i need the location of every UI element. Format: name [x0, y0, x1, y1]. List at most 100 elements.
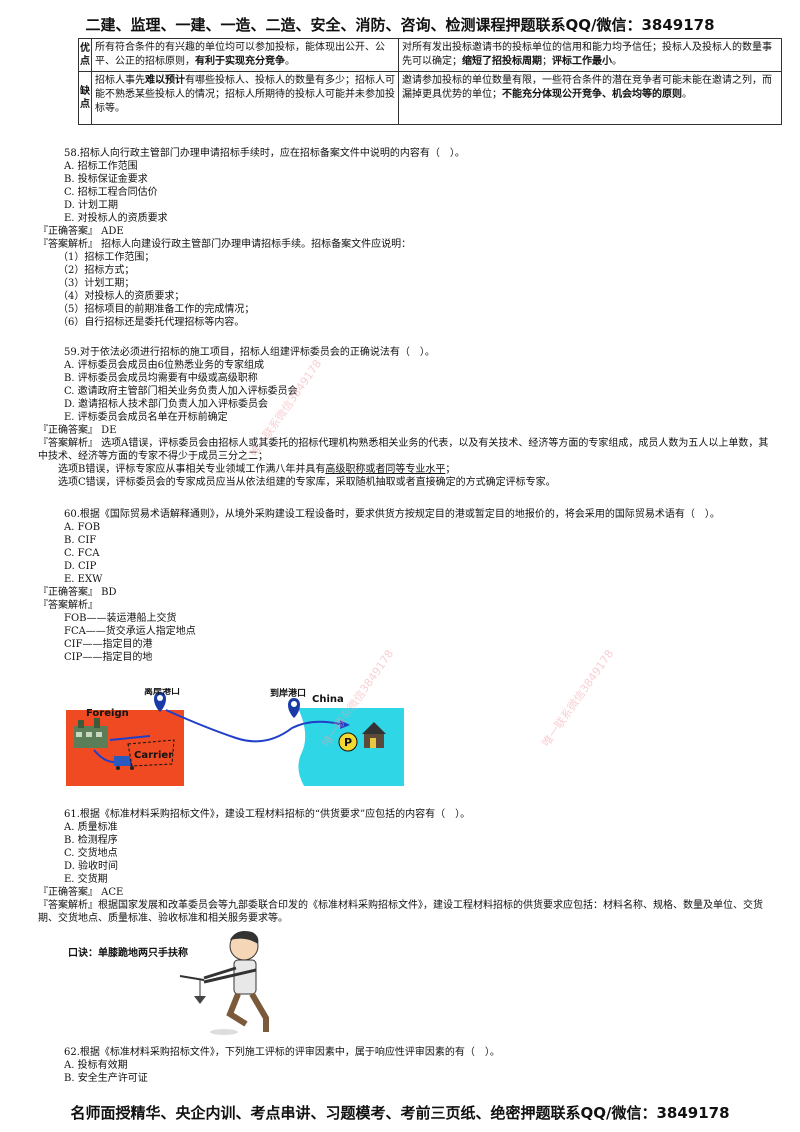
cell-text: 邀请参加投标的单位数量有限，一些符合条件的潜在竞争者可能未能在邀请之列，而漏掉更… [402, 75, 772, 100]
page-footer: 名师面授精华、央企内训、考点串讲、习题模考、考前三页纸、绝密押题联系QQ/微信：… [70, 1104, 730, 1122]
table-cell: 所有符合条件的有兴趣的单位均可以参加投标，能体现出公开、公平、公正的招标原则，有… [91, 38, 399, 72]
row-head-text: 优点 [80, 43, 90, 67]
correct-answer: 『正确答案』 BD [38, 587, 117, 598]
cell-text-run: ； [542, 56, 552, 67]
cell-text: 招标人事先难以预计有哪些投标人、投标人的数量有多少；招标人可能不熟悉某些投标人的… [95, 75, 395, 114]
table-row: 优点 所有符合条件的有兴趣的单位均可以参加投标，能体现出公开、公平、公正的招标原… [78, 38, 782, 72]
option-b: B. 安全生产许可证 [64, 1073, 148, 1084]
option-a: A. 投标有效期 [64, 1060, 128, 1071]
parking-letter: P [344, 736, 352, 749]
question-stem: 62.根据《标准材料采购招标文件》，下列施工评标的评审因素中，属于响应性评审因素… [64, 1047, 500, 1058]
house-icon [362, 722, 386, 748]
question-59: 59.对于依法必须进行招标的施工项目，招标人组建评标委员会的正确说法有（ ）。 … [38, 346, 778, 489]
cell-text-run: 对所有发出投标邀请书的投标单位的信用和能力均予信任；投标人及投标人的数量事先可以… [402, 42, 772, 67]
underlined-text: 高级职称或者同等专业水平 [325, 464, 446, 475]
correct-answer: 『正确答案』 ACE [38, 887, 124, 898]
question-60: 60.根据《国际贸易术语解释通则》，从境外采购建设工程设备时，要求供货方按规定目… [38, 508, 778, 664]
bold-text: 不能充分体现公开竞争、机会均等的原则 [502, 89, 682, 100]
answer-analysis: 『答案解析』 选项A错误，评标委员会由招标人或其委托的招标代理机构熟悉相关业务的… [38, 438, 769, 462]
analysis-option-b: 选项B错误，评标专家应从事相关专业领域工作满八年并具有高级职称或者同等专业水平； [38, 463, 778, 476]
cell-text-run: 有哪些投标人、投标人的数量有多少；招标人可能不熟悉某些投标人的情况；招标人所期待… [95, 75, 395, 114]
option-b: B. CIF [64, 535, 97, 546]
map-pin-icon [154, 692, 166, 712]
row-head-text: 缺点 [80, 86, 90, 110]
option-d: D. CIP [64, 561, 97, 572]
option-b: B. 投标保证金要求 [64, 174, 148, 185]
option-d: D. 验收时间 [64, 861, 119, 872]
parking-icon: P [338, 732, 358, 752]
china-label: China [312, 694, 344, 705]
option-c: C. FCA [64, 548, 100, 559]
bold-text: 有利于实现充分竞争 [195, 56, 285, 67]
option-d: D. 计划工期 [64, 200, 119, 211]
cell-text-run: 。 [285, 56, 295, 67]
analysis-point: （5）招标项目的前期准备工作的完成情况； [58, 304, 255, 315]
carrier-badge: Carrier [127, 739, 175, 767]
analysis-point: （2）招标方式； [58, 265, 135, 276]
correct-answer: 『正确答案』 DE [38, 425, 117, 436]
analysis-option-c: 选项C错误，评标委员会的专家成员应当从依法组建的专家库，采取随机抽取或者直接确定… [58, 477, 556, 488]
kneeling-man-icon [179, 931, 269, 1035]
question-stem: 60.根据《国际贸易术语解释通则》，从境外采购建设工程设备时，要求供货方按规定目… [64, 509, 720, 520]
row-head: 缺点 [78, 71, 92, 125]
factory-icon [74, 718, 108, 748]
table-cell: 招标人事先难以预计有哪些投标人、投标人的数量有多少；招标人可能不熟悉某些投标人的… [91, 71, 399, 125]
option-c: C. 招标工程合同估价 [64, 187, 158, 198]
question-stem: 61.根据《标准材料采购招标文件》，建设工程材料招标的“供货要求”应包括的内容有… [64, 809, 471, 820]
arrow-head-icon [340, 720, 350, 729]
analysis-text: 选项B错误，评标专家应从事相关专业领域工作满八年并具有 [58, 464, 326, 475]
table-row: 缺点 招标人事先难以预计有哪些投标人、投标人的数量有多少；招标人可能不熟悉某些投… [78, 71, 782, 125]
analysis-text: ； [445, 464, 456, 475]
analysis-point: （4）对投标人的资质要求； [58, 291, 185, 302]
correct-answer: 『正确答案』 ADE [38, 226, 124, 237]
map-pin-icon [288, 698, 300, 718]
option-a: A. 评标委员会成员由6位熟悉业务的专家组成 [64, 360, 264, 371]
option-e: E. 交货期 [64, 874, 108, 885]
cell-text: 对所有发出投标邀请书的投标单位的信用和能力均予信任；投标人及投标人的数量事先可以… [402, 42, 772, 67]
route-arrow [93, 749, 115, 763]
cell-text-run: 所有符合条件的有兴趣的单位均可以参加投标，能体现出公开、公平、公正的招标原则， [95, 42, 385, 67]
option-b: B. 检测程序 [64, 835, 118, 846]
question-stem: 59.对于依法必须进行招标的施工项目，招标人组建评标委员会的正确说法有（ ）。 [64, 347, 435, 358]
mnemonic-illustration: 口诀：单膝跪地两只手扶称 [68, 928, 298, 1040]
table-cell: 邀请参加投标的单位数量有限，一些符合条件的潜在竞争者可能未能在邀请之列，而漏掉更… [398, 71, 782, 125]
question-62: 62.根据《标准材料采购招标文件》，下列施工评标的评审因素中，属于响应性评审因素… [38, 1046, 778, 1085]
mnemonic-text: 口诀：单膝跪地两只手扶称 [68, 948, 188, 959]
comparison-table: 优点 所有符合条件的有兴趣的单位均可以参加投标，能体现出公开、公平、公正的招标原… [78, 38, 782, 125]
answer-analysis: 『答案解析』 招标人向建设行政主管部门办理申请招标手续。招标备案文件应说明： [38, 239, 412, 250]
analysis-point: （6）自行招标还是委托代理招标等内容。 [58, 317, 245, 328]
arrival-port-label: 到岸港口 [270, 688, 306, 699]
table-cell: 对所有发出投标邀请书的投标单位的信用和能力均予信任；投标人及投标人的数量事先可以… [398, 38, 782, 72]
option-a: A. 质量标准 [64, 822, 118, 833]
carrier-label: Carrier [134, 750, 173, 761]
answer-analysis: 『答案解析』 [38, 600, 98, 611]
bold-text: 评标工作最小 [552, 56, 612, 67]
route-arrow [109, 735, 151, 741]
row-head: 优点 [78, 38, 92, 72]
option-c: C. 交货地点 [64, 848, 118, 859]
term-item: CIF——指定目的港 [64, 639, 153, 650]
option-e: E. 评标委员会成员名单在开标前确定 [64, 412, 228, 423]
question-61: 61.根据《标准材料采购招标文件》，建设工程材料招标的“供货要求”应包括的内容有… [38, 808, 778, 925]
bold-text: 难以预计 [145, 75, 185, 86]
option-b: B. 评标委员会成员均需要有中级或高级职称 [64, 373, 258, 384]
analysis-point: （1）招标工作范围； [58, 252, 155, 263]
cell-text-run: 。 [682, 89, 692, 100]
option-c: C. 邀请政府主管部门相关业务负责人加入评标委员会 [64, 386, 298, 397]
cell-text-run: 招标人事先 [95, 75, 145, 86]
foreign-coast [166, 710, 184, 786]
foreign-label: Foreign [86, 708, 129, 719]
option-e: E. EXW [64, 574, 103, 585]
option-a: A. FOB [64, 522, 101, 533]
cell-text-run: 。 [612, 56, 622, 67]
answer-analysis: 『答案解析』根据国家发展和改革委员会等九部委联合印发的《标准材料采购招标文件》，… [38, 900, 763, 924]
term-item: CIP——指定目的地 [64, 652, 153, 663]
shipping-route [165, 709, 341, 743]
option-e: E. 对投标人的资质要求 [64, 213, 168, 224]
option-a: A. 招标工作范围 [64, 161, 138, 172]
term-item: FCA——货交承运人指定地点 [64, 626, 196, 637]
question-stem: 58.招标人向行政主管部门办理申请招标手续时，应在招标备案文件中说明的内容有（ … [64, 148, 465, 159]
term-item: FOB——装运港船上交货 [64, 613, 177, 624]
departure-port-label: 离岸港口 [144, 688, 180, 697]
cell-text: 所有符合条件的有兴趣的单位均可以参加投标，能体现出公开、公平、公正的招标原则，有… [95, 42, 385, 67]
